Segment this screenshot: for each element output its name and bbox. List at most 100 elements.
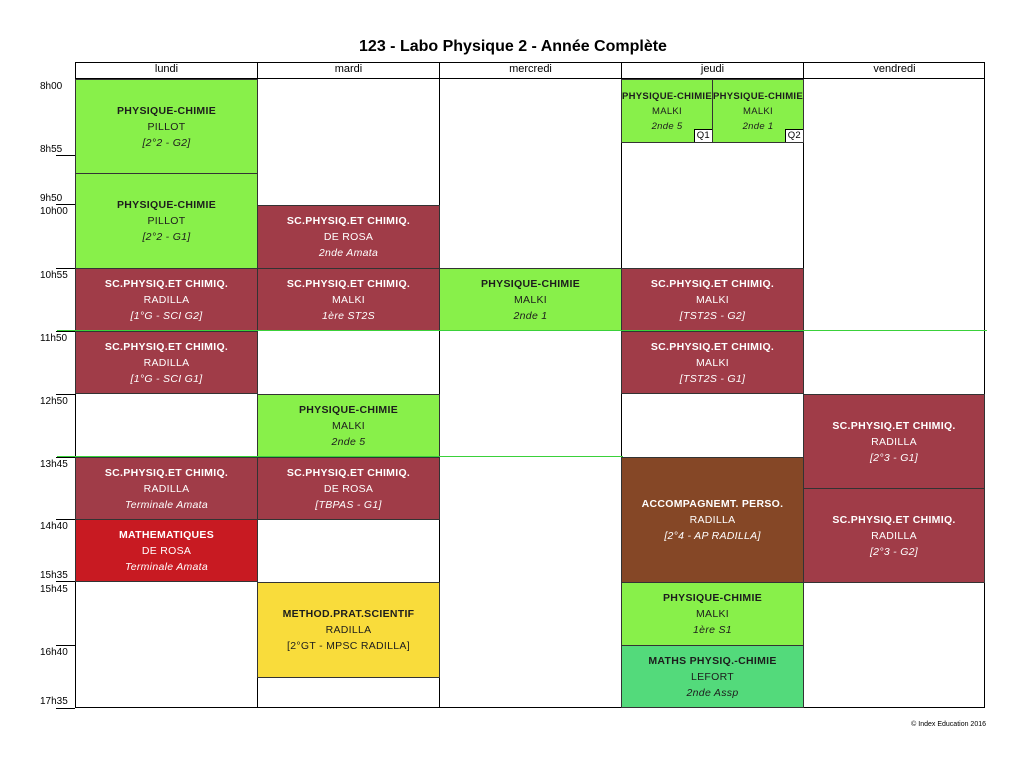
lesson-teacher: DE ROSA bbox=[323, 482, 374, 495]
lesson-subject: SC.PHYSIQ.ET CHIMIQ. bbox=[832, 419, 956, 432]
lesson-card[interactable]: PHYSIQUE-CHIMIE PILLOT [2°2 - G2] bbox=[75, 79, 258, 174]
lesson-group: [2°2 - G2] bbox=[142, 136, 191, 149]
lesson-card[interactable]: SC.PHYSIQ.ET CHIMIQ. RADILLA [2°3 - G1] bbox=[803, 394, 985, 489]
time-label: 15h45 bbox=[40, 584, 68, 595]
lesson-teacher: RADILLA bbox=[143, 482, 190, 495]
lesson-card[interactable]: PHYSIQUE-CHIMIE PILLOT [2°2 - G1] bbox=[75, 173, 258, 269]
lesson-teacher: MALKI bbox=[331, 420, 365, 432]
lesson-group: 2nde 5 bbox=[651, 120, 683, 132]
timetable-title: 123 - Labo Physique 2 - Année Complète bbox=[359, 38, 667, 55]
time-label: 16h40 bbox=[40, 647, 68, 658]
lesson-group: [TST2S - G2] bbox=[679, 309, 746, 322]
lesson-period-tag: Q1 bbox=[693, 129, 712, 142]
lesson-group: Terminale Amata bbox=[124, 560, 209, 573]
day-header-lundi: lundi bbox=[75, 62, 257, 78]
lesson-group: [1°G - SCI G1] bbox=[130, 372, 203, 385]
lesson-subject: PHYSIQUE-CHIMIE bbox=[622, 90, 713, 102]
lesson-subject: ACCOMPAGNEMT. PERSO. bbox=[641, 498, 784, 510]
lesson-teacher: RADILLA bbox=[143, 356, 190, 369]
lesson-card[interactable]: SC.PHYSIQ.ET CHIMIQ. DE ROSA 2nde Amata bbox=[257, 205, 440, 269]
header-divider bbox=[75, 78, 985, 79]
time-tick bbox=[56, 708, 75, 709]
day-header-jeudi: jeudi bbox=[621, 62, 803, 78]
time-label: 8h00 bbox=[40, 81, 63, 92]
time-tick bbox=[56, 519, 75, 520]
lesson-subject: PHYSIQUE-CHIMIE bbox=[298, 404, 398, 416]
time-label: 14h40 bbox=[40, 521, 68, 532]
lesson-group: [2°4 - AP RADILLA] bbox=[664, 530, 761, 542]
time-label: 12h50 bbox=[40, 396, 68, 407]
time-label: 13h45 bbox=[40, 459, 68, 470]
lesson-card[interactable]: PHYSIQUE-CHIMIE MALKI 2nde 5 Q1 bbox=[621, 79, 713, 143]
lesson-subject: SC.PHYSIQ.ET CHIMIQ. bbox=[286, 277, 411, 290]
lesson-teacher: RADILLA bbox=[871, 529, 917, 542]
lesson-teacher: PILLOT bbox=[147, 120, 186, 133]
time-indicator-line bbox=[57, 330, 987, 331]
lesson-teacher: DE ROSA bbox=[141, 544, 192, 557]
lesson-card[interactable]: SC.PHYSIQ.ET CHIMIQ. RADILLA [1°G - SCI … bbox=[75, 331, 258, 394]
lesson-card[interactable]: MATHS PHYSIQ.-CHIMIE LEFORT 2nde Assp bbox=[621, 645, 804, 708]
lesson-card[interactable]: SC.PHYSIQ.ET CHIMIQ. RADILLA [2°3 - G2] bbox=[803, 488, 985, 583]
time-label: 17h35 bbox=[40, 696, 68, 707]
lesson-card[interactable]: ACCOMPAGNEMT. PERSO. RADILLA [2°4 - AP R… bbox=[621, 457, 804, 583]
lesson-subject: PHYSIQUE-CHIMIE bbox=[480, 277, 580, 290]
lesson-group: [2°3 - G1] bbox=[869, 451, 919, 464]
lesson-teacher: MALKI bbox=[651, 105, 682, 117]
lesson-subject: PHYSIQUE-CHIMIE bbox=[662, 592, 762, 604]
lesson-group: 2nde Assp bbox=[686, 686, 739, 699]
lesson-card[interactable]: METHOD.PRAT.SCIENTIF RADILLA [2°GT - MPS… bbox=[257, 582, 440, 678]
time-label: 15h35 bbox=[40, 570, 68, 581]
lesson-card[interactable]: PHYSIQUE-CHIMIE MALKI 2nde 1 Q2 bbox=[712, 79, 804, 143]
lesson-group: 2nde Amata bbox=[318, 247, 379, 259]
time-label: 9h50 bbox=[40, 193, 63, 204]
lesson-teacher: PILLOT bbox=[147, 215, 186, 227]
lesson-group: [TBPAS - G1] bbox=[315, 498, 382, 511]
lesson-group: 2nde 1 bbox=[742, 120, 774, 132]
lesson-subject: SC.PHYSIQ.ET CHIMIQ. bbox=[650, 277, 775, 290]
lesson-subject: SC.PHYSIQ.ET CHIMIQ. bbox=[104, 466, 229, 479]
time-indicator-line bbox=[57, 456, 623, 457]
lesson-subject: MATHS PHYSIQ.-CHIMIE bbox=[648, 654, 777, 667]
lesson-group: [2°GT - MPSC RADILLA] bbox=[287, 640, 410, 652]
time-label: 11h50 bbox=[40, 333, 68, 344]
lesson-card[interactable]: SC.PHYSIQ.ET CHIMIQ. DE ROSA [TBPAS - G1… bbox=[257, 457, 440, 520]
lesson-card[interactable]: PHYSIQUE-CHIMIE MALKI 2nde 5 bbox=[257, 394, 440, 458]
lesson-subject: SC.PHYSIQ.ET CHIMIQ. bbox=[832, 513, 956, 526]
lesson-subject: SC.PHYSIQ.ET CHIMIQ. bbox=[286, 215, 411, 227]
time-tick bbox=[56, 204, 75, 205]
lesson-group: Terminale Amata bbox=[124, 498, 209, 511]
time-tick bbox=[56, 457, 75, 458]
lesson-subject: PHYSIQUE-CHIMIE bbox=[116, 104, 216, 117]
lesson-card[interactable]: SC.PHYSIQ.ET CHIMIQ. RADILLA [1°G - SCI … bbox=[75, 268, 258, 331]
copyright-notice: © Index Education 2016 bbox=[911, 721, 986, 728]
lesson-teacher: RADILLA bbox=[689, 514, 736, 526]
lesson-subject: MATHEMATIQUES bbox=[118, 528, 215, 541]
lesson-card[interactable]: PHYSIQUE-CHIMIE MALKI 1ère S1 bbox=[621, 582, 804, 646]
time-label: 8h55 bbox=[40, 144, 63, 155]
lesson-teacher: RADILLA bbox=[325, 624, 372, 636]
lesson-period-tag: Q2 bbox=[784, 129, 803, 142]
lesson-card[interactable]: SC.PHYSIQ.ET CHIMIQ. RADILLA Terminale A… bbox=[75, 457, 258, 520]
lesson-subject: PHYSIQUE-CHIMIE bbox=[713, 90, 804, 102]
lesson-subject: PHYSIQUE-CHIMIE bbox=[116, 199, 216, 211]
time-tick bbox=[56, 581, 75, 582]
lesson-card[interactable]: MATHEMATIQUES DE ROSA Terminale Amata bbox=[75, 519, 258, 582]
lesson-card[interactable]: SC.PHYSIQ.ET CHIMIQ. MALKI [TST2S - G1] bbox=[621, 331, 804, 394]
lesson-teacher: LEFORT bbox=[690, 670, 735, 683]
time-tick bbox=[56, 645, 75, 646]
lesson-card[interactable]: SC.PHYSIQ.ET CHIMIQ. MALKI [TST2S - G2] bbox=[621, 268, 804, 331]
lesson-card[interactable]: SC.PHYSIQ.ET CHIMIQ. MALKI 1ère ST2S bbox=[257, 268, 440, 331]
time-tick bbox=[56, 155, 75, 156]
lesson-teacher: MALKI bbox=[513, 293, 547, 306]
lesson-group: 1ère S1 bbox=[693, 624, 732, 636]
time-label: 10h00 bbox=[40, 206, 68, 217]
lesson-group: 1ère ST2S bbox=[322, 309, 375, 322]
lesson-subject: SC.PHYSIQ.ET CHIMIQ. bbox=[104, 340, 229, 353]
lesson-teacher: RADILLA bbox=[871, 435, 917, 448]
lesson-group: [1°G - SCI G2] bbox=[130, 309, 203, 322]
lesson-teacher: MALKI bbox=[695, 293, 729, 306]
time-tick bbox=[56, 331, 75, 332]
lesson-card[interactable]: PHYSIQUE-CHIMIE MALKI 2nde 1 bbox=[439, 268, 622, 331]
lesson-group: 2nde 5 bbox=[331, 436, 366, 448]
lesson-subject: METHOD.PRAT.SCIENTIF bbox=[282, 608, 415, 620]
